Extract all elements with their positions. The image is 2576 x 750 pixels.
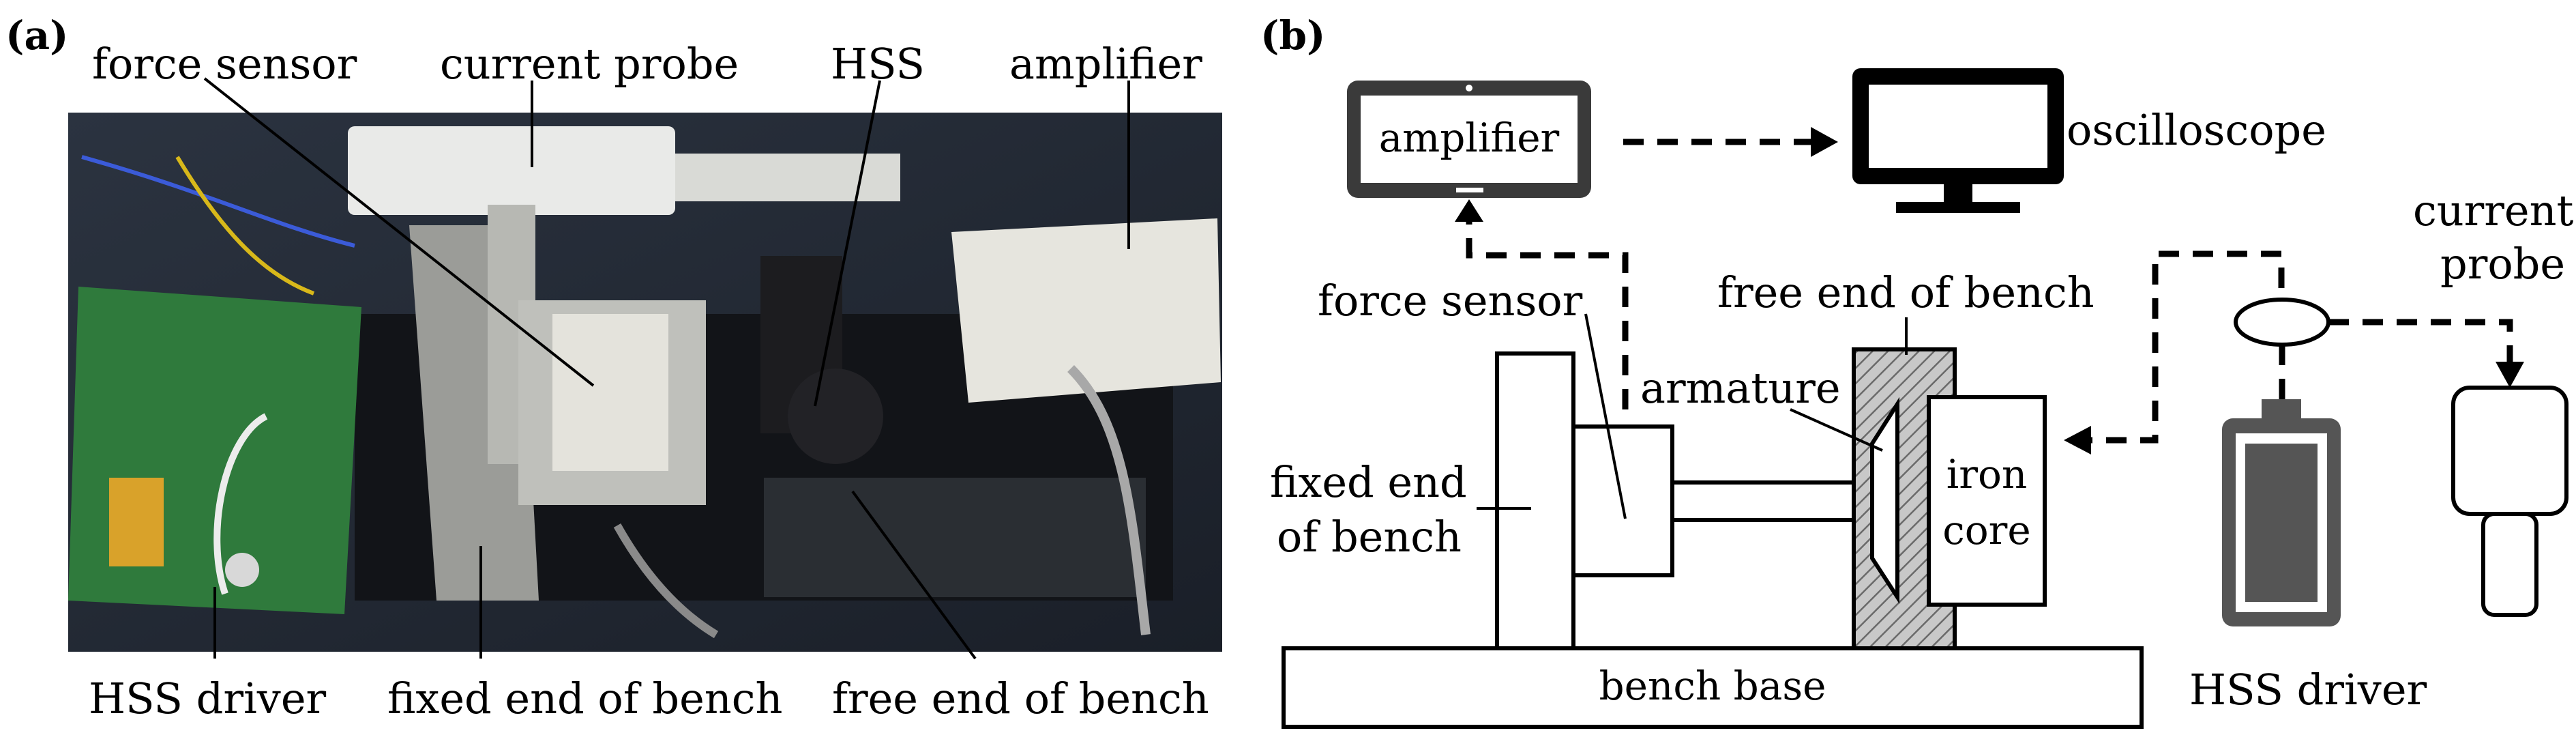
amp-to-scope-arrowhead [1811, 127, 1838, 157]
relay-2 [109, 525, 164, 566]
label-amplifier: amplifier [1009, 39, 1202, 89]
oscilloscope-icon [1852, 68, 2064, 213]
hss-driver-icon [2222, 399, 2341, 626]
hss-coil [788, 369, 883, 464]
driver-to-core-line [2087, 250, 2285, 444]
bench-photo [68, 113, 1222, 652]
free-end-label: free end of bench [1717, 268, 2094, 317]
label-hss-driver: HSS driver [89, 674, 327, 723]
label-current-probe: current probe [440, 39, 739, 89]
bench-base [1282, 646, 2144, 729]
label-hss: HSS [831, 39, 925, 89]
monitor-screen [1869, 85, 2047, 168]
monitor-stand [1896, 202, 2020, 213]
white-cable [213, 413, 268, 595]
shaft [1670, 480, 1882, 522]
amplifier-device [951, 218, 1221, 403]
sensor-to-amp-arrowhead [1455, 199, 1483, 222]
current-probe-clamp [2234, 298, 2330, 347]
yellow-wire [175, 156, 315, 295]
hss-driver-label: HSS driver [2189, 665, 2427, 715]
armature-label: armature [1640, 363, 1841, 413]
amplifier-camera-dot [1466, 85, 1472, 91]
clamp-to-probe-arrowhead [2496, 362, 2524, 388]
force-sensor-pointer [1584, 313, 1627, 519]
board-connector [225, 553, 259, 587]
oscilloscope-label: oscilloscope [2067, 105, 2326, 155]
probe-handle [2481, 512, 2538, 617]
force-sensor-label-plate [552, 314, 668, 471]
label-fixed-end: fixed end of bench [387, 674, 782, 723]
probe-rail [675, 154, 900, 201]
battery-terminal [2262, 399, 2301, 418]
armature [1870, 396, 1899, 605]
monitor-neck [1944, 184, 1972, 202]
force-sensor-leader [203, 77, 595, 387]
amplifier-screen [1361, 96, 1578, 183]
sensor-cable [613, 523, 719, 639]
clamp-to-probe-line [2328, 319, 2513, 363]
bench-base-text: bench base [1599, 663, 1826, 709]
panel-b-tag: (b) [1260, 12, 1325, 59]
current-probe-label-1: current [2413, 186, 2574, 235]
fixed-end-bench [1495, 351, 1575, 650]
armature-pointer [1790, 408, 1883, 452]
blue-wire [81, 155, 355, 248]
label-free-end: free end of bench [832, 674, 1209, 723]
current-probe-icon [2451, 386, 2568, 617]
free-end-leader [851, 490, 977, 660]
amplifier-text: amplifier [1379, 115, 1560, 161]
sensor-to-amp-line [1466, 218, 1629, 409]
fixed-end-label-2: of bench [1277, 512, 1462, 562]
relay-1 [109, 478, 164, 525]
battery-fill [2245, 444, 2318, 602]
fixed-end-label-1: fixed end [1270, 457, 1467, 507]
hss-leader [814, 80, 881, 407]
force-sensor-label: force sensor [1318, 276, 1583, 326]
iron-core-text-2: core [1942, 507, 2030, 553]
panel-a: (a) [5, 12, 1222, 723]
amplifier-box: amplifier [1347, 81, 1591, 198]
bench-base-block [764, 478, 1146, 597]
panel-a-tag: (a) [5, 12, 68, 59]
gray-cable [1067, 365, 1151, 635]
iron-core [1927, 395, 2047, 607]
current-probe-device [348, 126, 675, 215]
label-force-sensor: force sensor [92, 39, 357, 89]
amplifier-button [1456, 188, 1483, 192]
iron-core-text-1: iron [1946, 451, 2028, 497]
panel-b: (b) amplifier oscilloscope bench base [1260, 12, 2574, 729]
current-probe-label-2: probe [2440, 239, 2565, 289]
probe-head [2451, 386, 2568, 516]
driver-to-core-arrowhead [2064, 426, 2091, 455]
